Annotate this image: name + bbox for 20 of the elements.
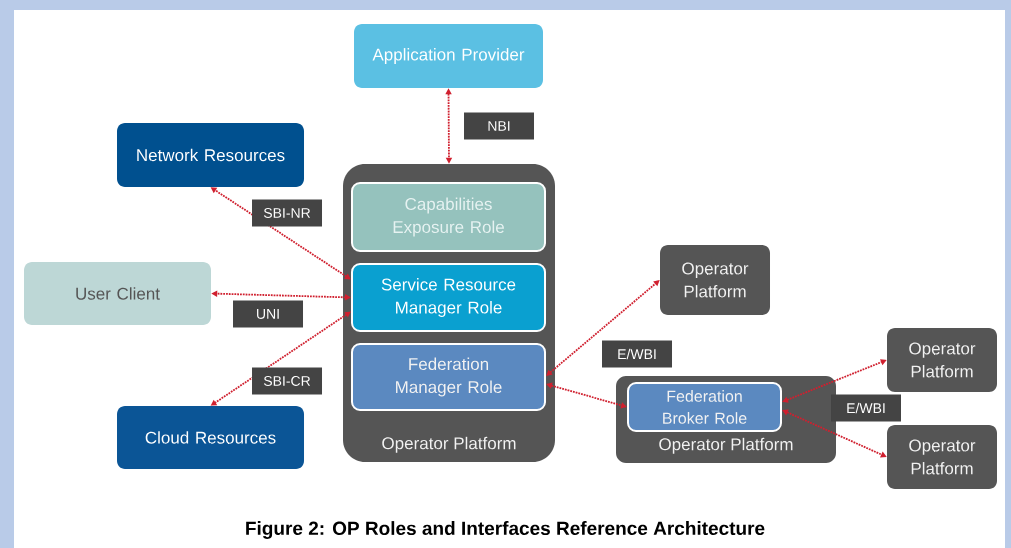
process-box: Cloud Resources xyxy=(117,406,304,469)
role-box: Federation Manager Role xyxy=(351,343,546,411)
edge-label: E/WBI xyxy=(831,394,901,422)
edge-label: SBI-NR xyxy=(252,199,322,227)
process-box: Application Provider xyxy=(354,24,543,88)
process-box: User Client xyxy=(24,262,211,325)
process-box: Operator Platform xyxy=(887,425,997,489)
process-box: Network Resources xyxy=(117,123,304,187)
role-box: Federation Broker Role xyxy=(627,382,782,432)
edge-label: NBI xyxy=(464,112,534,140)
edge-label: E/WBI xyxy=(602,340,672,368)
process-box: Operator Platform xyxy=(887,328,997,392)
role-box: Capabilities Exposure Role xyxy=(351,182,546,252)
process-box: Operator Platform xyxy=(660,245,770,315)
arrow xyxy=(546,382,627,409)
arrow xyxy=(546,280,660,376)
caption: Figure 2: OP Roles and Interfaces Reference Architecture xyxy=(246,521,765,539)
role-box: Service Resource Manager Role xyxy=(351,263,546,332)
edge-label: SBI-CR xyxy=(252,367,322,395)
edge-label: UNI xyxy=(233,300,303,328)
